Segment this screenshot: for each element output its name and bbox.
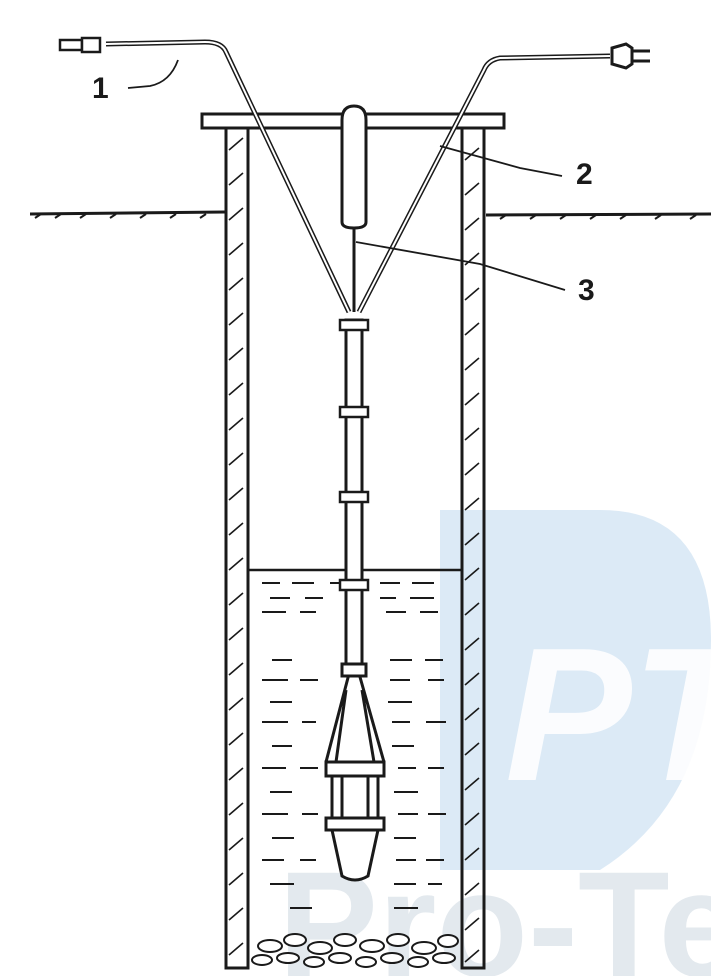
callout-mounting-beam: 2 bbox=[576, 158, 593, 191]
pump-hose bbox=[338, 318, 370, 672]
cable-connector-end bbox=[58, 38, 84, 52]
watermark-logo-shape bbox=[440, 510, 711, 870]
ground-surface bbox=[29, 210, 711, 220]
leader-line-2 bbox=[439, 145, 563, 177]
leader-line-1 bbox=[127, 59, 179, 89]
leader-line-3 bbox=[355, 241, 566, 291]
cable-clamp bbox=[340, 104, 368, 230]
hose-clamp bbox=[338, 490, 370, 504]
leader-lines bbox=[127, 59, 566, 291]
plug-icon bbox=[610, 42, 650, 70]
callout-suspension-cable: 3 bbox=[578, 274, 595, 307]
watermark-monogram: PT bbox=[505, 609, 711, 821]
hose-clamp bbox=[338, 318, 370, 332]
power-cable bbox=[58, 36, 611, 314]
submersible-pump bbox=[324, 662, 386, 882]
hose-clamp bbox=[338, 578, 370, 592]
watermark: PT Pro-Te bbox=[278, 510, 711, 976]
hose-clamp bbox=[338, 405, 370, 419]
gravel-bed bbox=[251, 933, 459, 968]
callout-power-cable: 1 bbox=[92, 72, 109, 105]
